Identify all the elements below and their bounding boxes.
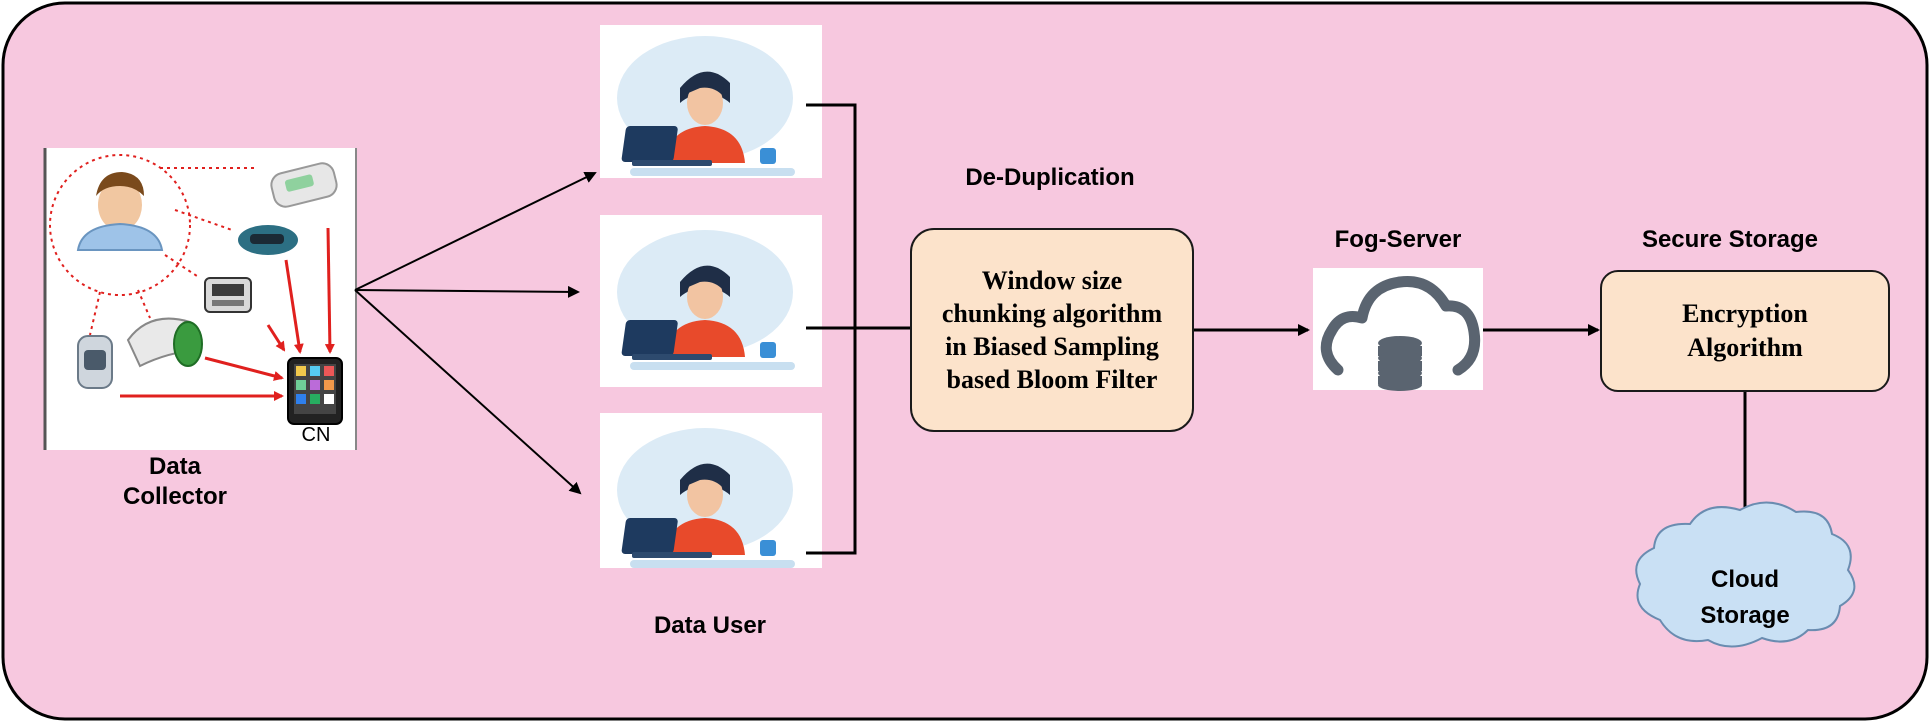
data-user-panel-2 <box>600 215 822 387</box>
smartwatch-icon <box>77 335 113 389</box>
data-user-label: Data User <box>653 612 767 639</box>
blood-pressure-cuff-icon <box>126 317 203 368</box>
dedup-line2: chunking algorithm <box>941 299 1163 328</box>
cloud-storage-line1: Cloud <box>1711 566 1779 593</box>
pulse-oximeter-icon <box>270 162 338 208</box>
fog-server-title: Fog-Server <box>1334 226 1462 253</box>
data-collector-label-line1: Data <box>148 453 202 480</box>
cloud-storage-label: Cloud Storage <box>1680 562 1810 634</box>
cn-device-label: CN <box>301 424 331 446</box>
data-user-panel-1 <box>600 25 822 178</box>
dedup-line1: Window size <box>981 266 1123 295</box>
dedup-algorithm-box: Window size chunking algorithm in Biased… <box>910 228 1194 432</box>
dedup-line4: based Bloom Filter <box>946 365 1158 394</box>
cn-device-icon <box>287 357 343 425</box>
arrow-collector-to-user-1 <box>354 171 597 291</box>
cloud-storage-line2: Storage <box>1700 602 1790 629</box>
dedup-line3: in Biased Sampling <box>945 332 1159 361</box>
patient-icon <box>76 172 164 251</box>
data-collector-image <box>43 148 357 450</box>
arrow-collector-to-user-2 <box>354 285 580 298</box>
encryption-line2: Algorithm <box>1687 333 1803 362</box>
secure-storage-title: Secure Storage <box>1641 226 1819 253</box>
patient-circle <box>49 154 191 296</box>
arrow-collector-to-user-3 <box>354 289 582 495</box>
dedup-title: De-Duplication <box>965 164 1135 191</box>
monitor-device-icon <box>204 277 252 313</box>
wearable-sensor-icon <box>238 225 298 255</box>
data-collector-label: Data Collector <box>110 452 240 512</box>
data-collector-label-line2: Collector <box>122 483 227 510</box>
cloud-storage-shape <box>1635 501 1856 648</box>
data-user-panel-3 <box>600 413 822 568</box>
encryption-algorithm-box: Encryption Algorithm <box>1600 270 1890 392</box>
encryption-line1: Encryption <box>1682 299 1808 328</box>
fog-server-icon <box>1313 268 1483 391</box>
